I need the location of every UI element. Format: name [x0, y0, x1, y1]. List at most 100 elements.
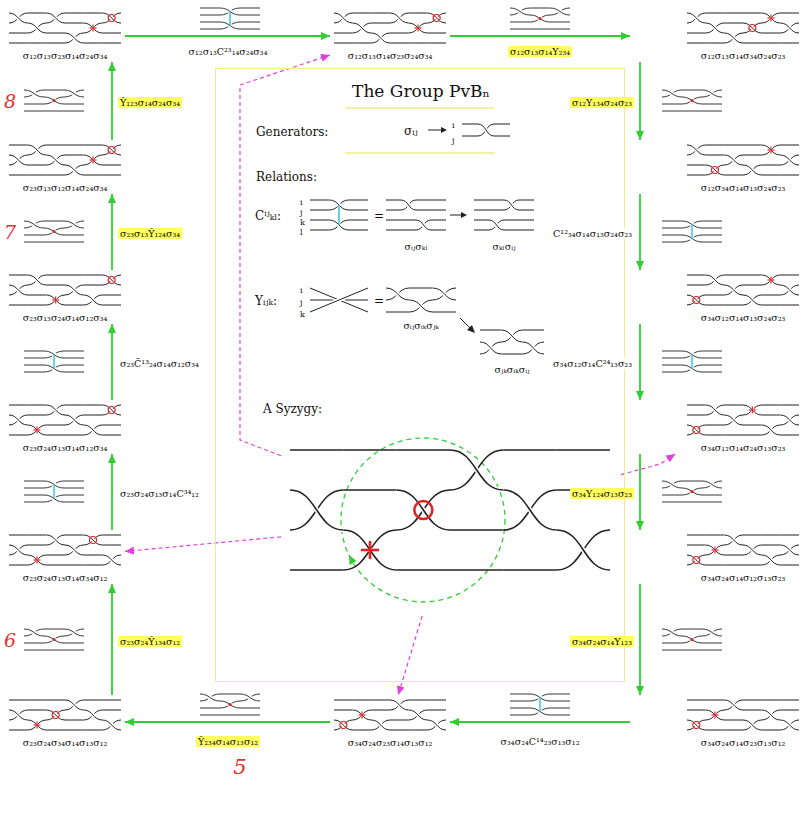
strand: [450, 529, 503, 531]
label-slot: σ₃₄σ₂₄σ₁₄Y₁₂₃: [570, 631, 634, 649]
strand: [290, 449, 343, 451]
strand: [682, 502, 702, 503]
panel-rule: [345, 152, 495, 154]
strand: [450, 450, 503, 490]
strand: [46, 710, 65, 720]
strand: [84, 175, 103, 176]
strand: [550, 8, 570, 15]
braid-state: σ₁₂σ₁₃σ₁₄σ₂₃σ₂₄σ₃₄: [330, 8, 450, 62]
rewrite-arrow: [639, 454, 641, 530]
strand: [9, 545, 28, 555]
strand: [46, 13, 65, 23]
strand: [386, 200, 401, 201]
strand-gap: [64, 629, 84, 636]
strand: [349, 200, 368, 201]
strand-gap: [390, 13, 409, 23]
strand: [65, 700, 84, 710]
circle-mark: [433, 15, 440, 22]
strand: [743, 155, 762, 156]
strand: [65, 415, 84, 425]
strand-gap: [200, 694, 220, 701]
strand: [334, 720, 353, 730]
strand: [9, 175, 28, 176]
strand: [28, 720, 47, 730]
strand: [743, 165, 762, 175]
strand: [28, 175, 47, 176]
strand: [28, 145, 47, 155]
rewrite-arrow: [450, 35, 630, 37]
strand: [102, 305, 121, 306]
strand: [24, 235, 44, 236]
label-slot: j: [452, 129, 454, 147]
strand: [743, 435, 762, 436]
strand: [65, 730, 84, 731]
strand: [64, 643, 84, 644]
strand: [390, 720, 409, 721]
strand: [682, 650, 702, 651]
strand: [65, 545, 84, 555]
strand: [409, 730, 428, 731]
strand: [780, 545, 799, 555]
strand: [28, 720, 47, 730]
strand: [65, 33, 84, 43]
strand: [687, 145, 706, 155]
braid-word: σ₃₄σ₁₂σ₁₄σ₁₃σ₂₄σ₂₃: [701, 312, 786, 324]
strand-gap: [102, 405, 121, 415]
strand: [743, 720, 762, 730]
rewrite-arrow: [450, 215, 462, 216]
strand: [687, 275, 706, 276]
strand: [743, 565, 762, 566]
strand: [240, 694, 260, 701]
section-heading: Generators:: [256, 125, 328, 139]
strand: [28, 295, 47, 296]
label-slot: Ȳ₁₂₃σ₁₄σ₂₄σ₃₄: [118, 92, 182, 110]
strand-gap: [743, 23, 762, 33]
strand-gap: [724, 285, 743, 295]
strand: [724, 155, 743, 165]
strand: [762, 43, 781, 44]
strand-label: i: [300, 198, 303, 207]
strand: [724, 305, 743, 306]
panel-pictures: [310, 124, 544, 354]
strand: [200, 715, 220, 716]
strand: [386, 288, 409, 300]
strand: [343, 489, 396, 491]
strand: [489, 220, 504, 230]
strand: [780, 175, 799, 176]
rewrite-arrow-head: [461, 212, 467, 218]
relation-label: σ₁₂σ₁₃C²³₁₄σ₂₄σ₃₄: [187, 46, 270, 57]
circle-mark: [749, 25, 756, 32]
strand: [409, 300, 432, 312]
strand: [687, 295, 706, 305]
strand: [28, 305, 47, 306]
strand: [480, 342, 501, 354]
strand-gap: [46, 13, 65, 23]
strand: [706, 145, 725, 146]
strand: [687, 720, 706, 730]
strand: [371, 720, 390, 730]
strand-gap: [28, 720, 47, 730]
strand: [762, 555, 781, 565]
strand: [102, 13, 121, 23]
label-slot: σ₂₃C̄¹³₂₄σ₁₄σ₁₂σ₃₄: [118, 353, 201, 371]
strand: [762, 145, 781, 155]
strand: [431, 200, 446, 201]
strand: [64, 104, 84, 105]
strand: [46, 155, 65, 165]
strand: [28, 710, 47, 711]
strand: [687, 535, 706, 536]
strand: [510, 29, 530, 30]
strand: [28, 43, 47, 44]
strand: [427, 710, 446, 711]
strand: [64, 221, 84, 228]
strand: [65, 405, 84, 406]
strand: [84, 700, 103, 701]
strand-label: i: [452, 121, 455, 130]
strand: [706, 535, 725, 536]
strand-gap: [433, 288, 456, 300]
strand: [724, 33, 743, 43]
text-slot: Relations:: [256, 167, 317, 185]
strand: [290, 490, 343, 530]
strand-gap: [489, 220, 504, 230]
strand: [65, 285, 84, 295]
